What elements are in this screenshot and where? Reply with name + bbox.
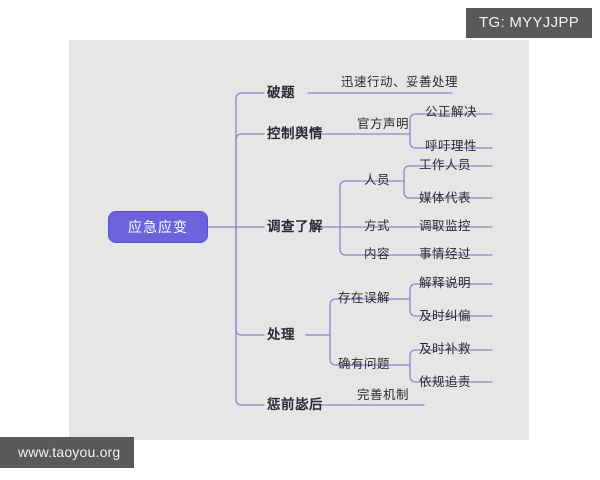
telegram-badge-label: TG: MYYJJPP <box>479 14 579 31</box>
leaf-node-diaoqujiankong[interactable]: 调取监控 <box>419 219 472 233</box>
child-node-neirong[interactable]: 内容 <box>364 247 391 261</box>
branch-node-kongzhiyuqing[interactable]: 控制舆情 <box>267 126 323 141</box>
child-node-guanfangshengming[interactable]: 官方声明 <box>357 117 410 131</box>
child-node-wanshanjizhi[interactable]: 完善机制 <box>357 388 410 402</box>
branch-node-poti[interactable]: 破题 <box>267 85 295 100</box>
child-node-xunsuxingdong[interactable]: 迅速行动、妥善处理 <box>341 75 459 89</box>
leaf-node-gongzhengjiejue[interactable]: 公正解决 <box>425 105 478 119</box>
branch-node-diaochaliaojie[interactable]: 调查了解 <box>267 219 323 234</box>
site-badge-label: www.taoyou.org <box>18 444 121 460</box>
child-node-cunzaiwujie[interactable]: 存在误解 <box>338 291 391 305</box>
leaf-node-yiguizhuize[interactable]: 依规追责 <box>419 375 472 389</box>
telegram-watermark-badge: TG: MYYJJPP <box>466 8 592 38</box>
root-label: 应急应变 <box>128 219 188 235</box>
leaf-node-jieshishuoming[interactable]: 解释说明 <box>419 276 472 290</box>
leaf-node-huyulixing[interactable]: 呼吁理性 <box>425 139 478 153</box>
leaf-node-jishibujiu[interactable]: 及时补救 <box>419 342 472 356</box>
branch-node-chuli[interactable]: 处理 <box>267 327 295 342</box>
mindmap-root-node[interactable]: 应急应变 <box>108 211 208 243</box>
site-watermark-badge: www.taoyou.org <box>0 437 135 468</box>
leaf-node-shiqingjingguo[interactable]: 事情经过 <box>419 247 472 261</box>
child-node-renyuan[interactable]: 人员 <box>364 173 391 187</box>
branch-node-chengqianbihou[interactable]: 惩前毖后 <box>267 397 323 412</box>
leaf-node-jishijiupian[interactable]: 及时纠偏 <box>419 309 472 323</box>
leaf-node-gongzuorenyuan[interactable]: 工作人员 <box>419 158 472 172</box>
child-node-fangshi[interactable]: 方式 <box>364 219 391 233</box>
child-node-queyouwenti[interactable]: 确有问题 <box>338 357 391 371</box>
leaf-node-meitidaibiao[interactable]: 媒体代表 <box>419 191 472 205</box>
